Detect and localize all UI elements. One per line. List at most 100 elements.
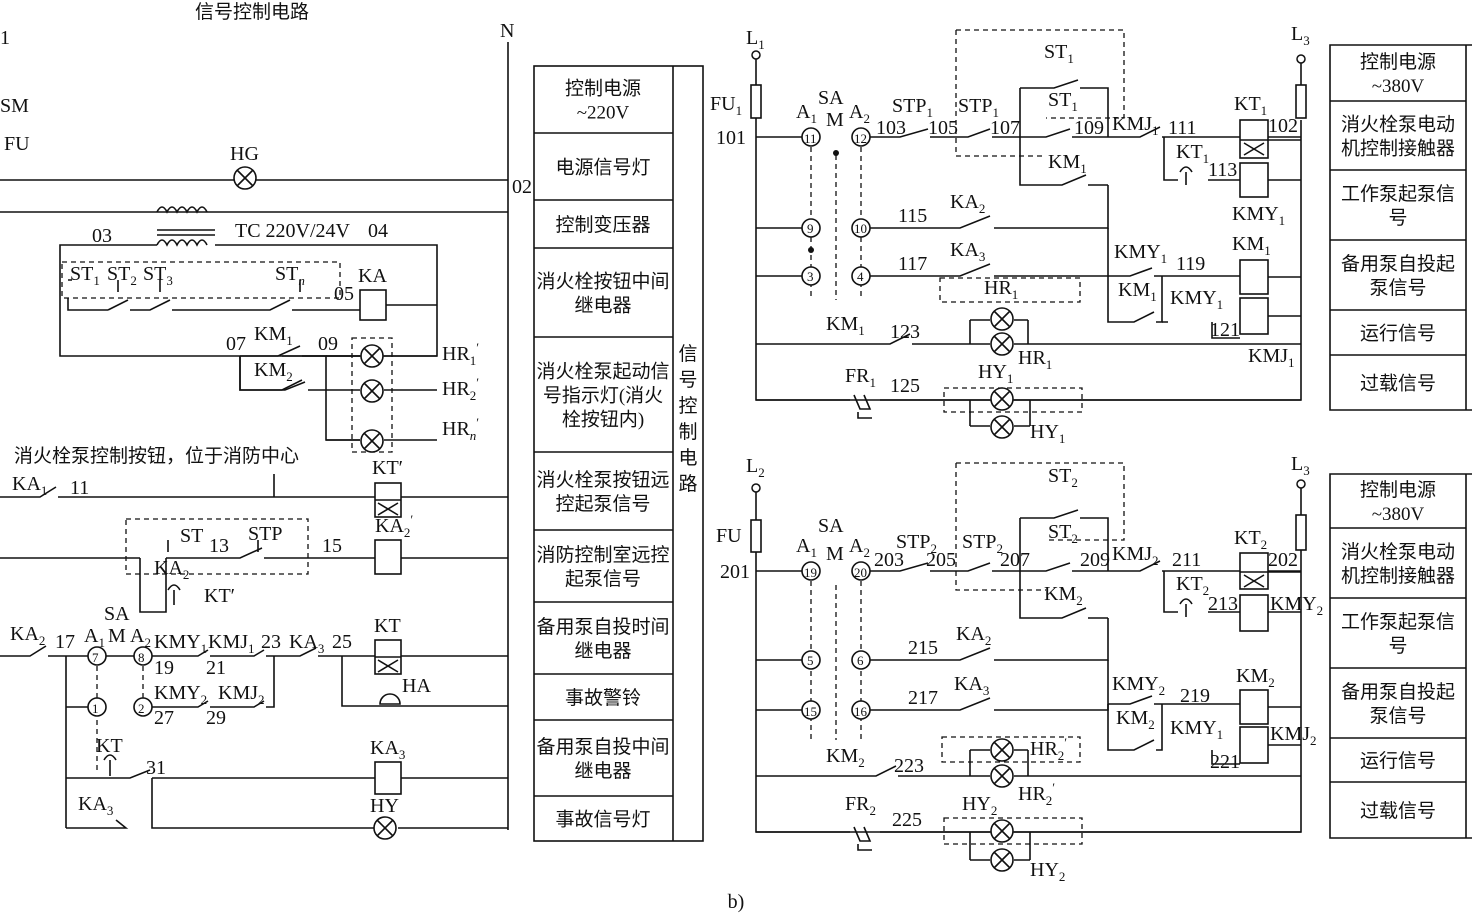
ka3-label: KA3 <box>370 737 405 762</box>
edge-mark-sm: SM <box>0 95 29 117</box>
km1-label: KM1 <box>254 323 293 348</box>
rt-bottom-row-4: 备用泵自投起泵信号 <box>1341 681 1455 727</box>
kt2-label: KT <box>96 735 123 757</box>
terminal-16-label: 16 <box>854 704 868 719</box>
st1-label: ST1 <box>70 263 100 288</box>
fr2-label: FR2 <box>845 793 876 818</box>
sa-label: SA <box>104 603 130 625</box>
a2-label: A2 <box>849 101 870 126</box>
kmj1-label: KMJ1 <box>208 631 255 656</box>
a2b-label: A2 <box>849 535 870 560</box>
rt-bottom-row-6: 过载信号 <box>1360 800 1436 822</box>
kt1-label: KT1 <box>1234 93 1267 118</box>
terminal-1-label: 1 <box>92 701 99 716</box>
mb-label: M <box>826 543 844 565</box>
wire-109: 109 <box>1074 117 1104 139</box>
ka-label: KA <box>358 265 387 287</box>
wire-04: 04 <box>368 220 388 242</box>
rt-top-row-4: 备用泵自投起泵信号 <box>1341 253 1455 299</box>
rt-top-row-1: 控制电源~380V <box>1360 51 1436 97</box>
fu2-fuse <box>1295 84 1307 119</box>
wire-119: 119 <box>1176 253 1205 275</box>
a2-label: A2 <box>130 625 151 650</box>
kmy1-label: KMY1 <box>1232 203 1285 228</box>
st2b-label: ST2 <box>1048 521 1078 546</box>
edge-mark-fu: FU <box>4 133 30 155</box>
hr2-lamp-icon <box>360 379 384 403</box>
ka3b-label: KA3 <box>954 673 989 698</box>
fu-fuse <box>750 519 762 553</box>
hr1a-label: HR1 <box>984 277 1018 302</box>
terminal-7-label: 7 <box>92 650 99 665</box>
km2c-label: KM2 <box>1236 665 1275 690</box>
sa-label: SA <box>818 87 844 109</box>
neutral-label: N <box>500 20 514 42</box>
rt-top-row-3: 工作泵起泵信号 <box>1341 183 1455 229</box>
hr1b-lamp-icon <box>990 332 1014 356</box>
kmy2-coil <box>1239 594 1269 632</box>
kmy1b-label: KMY1 <box>1170 287 1223 312</box>
terminal-9-label: 9 <box>807 221 814 236</box>
left-title: 信号控制电路 <box>195 1 309 23</box>
wire-113: 113 <box>1208 159 1237 181</box>
wire-117: 117 <box>898 253 927 275</box>
a1b-label: A1 <box>796 535 817 560</box>
hg-label: HG <box>230 143 259 165</box>
rt-bottom-row-3: 工作泵起泵信号 <box>1341 611 1455 657</box>
wire-02: 02 <box>512 176 532 198</box>
wire-25: 25 <box>332 631 352 653</box>
wire-15: 15 <box>322 535 342 557</box>
kmy2-label: KMY2 <box>154 682 207 707</box>
kt1c-label: KT1 <box>1176 141 1209 166</box>
l3b-label: L3 <box>1291 453 1310 478</box>
wire-209: 209 <box>1080 549 1110 571</box>
a1-label: A1 <box>84 625 105 650</box>
control-button-note: 消火栓泵控制按钮，位于消防中心 <box>14 445 299 467</box>
ka2p-label: KA2′ <box>375 512 413 540</box>
km1-label: KM1 <box>1048 151 1087 176</box>
kmj2b-label: KMJ2 <box>1270 723 1317 748</box>
table-side-label: 信号控制电路 <box>678 343 697 495</box>
m-label: M <box>108 625 126 647</box>
hr2a-label: HR2′ <box>1030 735 1067 763</box>
wire-123: 123 <box>890 321 920 343</box>
terminal-10-label: 10 <box>854 221 867 236</box>
km2d-label: KM2 <box>826 745 865 770</box>
kmj1-label: KMJ1 <box>1112 113 1159 138</box>
fu1-fuse <box>750 84 762 119</box>
wire-115: 115 <box>898 205 927 227</box>
ka3b-label: KA3 <box>78 793 113 818</box>
wire-215: 215 <box>908 637 938 659</box>
kmy1c-label: KMY1 <box>1114 241 1167 266</box>
terminal-6-label: 6 <box>857 653 864 668</box>
hrn-lamp-icon <box>360 429 384 453</box>
ka3-label: KA3 <box>950 239 985 264</box>
sa2-label: SA <box>818 515 844 537</box>
rt-top-row-5: 运行信号 <box>1360 323 1436 345</box>
hy2b-label: HY2 <box>1030 859 1065 884</box>
terminal-19-label: 19 <box>804 565 817 580</box>
hr1-lamp-icon <box>360 344 384 368</box>
table-row-5: 消火栓泵起动信号指示灯(消火栓按钮内) <box>536 361 669 431</box>
hrn-label: HRn′ <box>442 415 479 443</box>
wire-203: 203 <box>874 549 904 571</box>
hy1b-label: HY1 <box>1030 421 1065 446</box>
wire-205: 205 <box>926 549 956 571</box>
ha-label: HA <box>402 675 431 697</box>
wire-217: 217 <box>908 687 938 709</box>
km2b-label: KM2 <box>1116 707 1155 732</box>
rt-top-row-2: 消火栓泵电动机控制接触器 <box>1341 114 1455 160</box>
wire-125: 125 <box>890 375 920 397</box>
km1-coil <box>1239 259 1269 295</box>
terminal-3-label: 3 <box>807 269 814 284</box>
signal-circuit-table: 控制电源~220V电源信号灯控制变压器消火栓按钮中间继电器消火栓泵起动信号指示灯… <box>533 65 704 842</box>
wire-102: 102 <box>1268 115 1298 137</box>
ka3c-label: KA3 <box>289 631 324 656</box>
table-row-2: 电源信号灯 <box>555 157 650 179</box>
rt-bottom-row-1: 控制电源~380V <box>1360 479 1436 525</box>
st1a-label: ST1 <box>1044 41 1074 66</box>
fu-label: FU <box>716 525 742 547</box>
ka2p-coil <box>374 539 402 575</box>
hr1b-label: HR1 <box>1018 347 1052 372</box>
wire-103: 103 <box>876 117 906 139</box>
